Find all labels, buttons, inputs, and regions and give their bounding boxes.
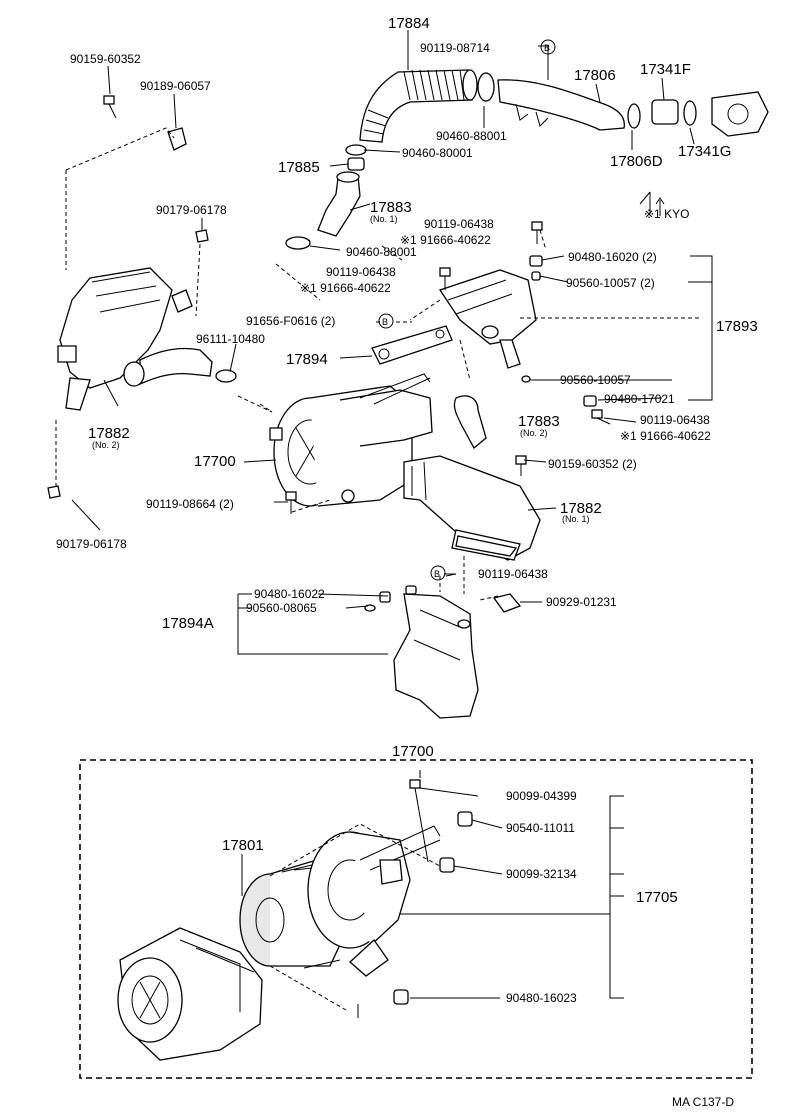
bolt-90119-06438-c-drawing: [591, 409, 611, 425]
bolt-90099-drawing: [409, 779, 429, 863]
label-90179-06178-bot: 90179-06178: [56, 537, 127, 551]
duct-17882-no2-drawing: [57, 267, 213, 411]
label-90560-08065: 90560-08065: [246, 601, 317, 615]
assembly-17700-box: [79, 759, 753, 1079]
label-no1-b: (No. 1): [562, 514, 590, 524]
clip-90179-top-drawing: [195, 229, 209, 243]
label-90929-01231: 90929-01231: [546, 595, 617, 609]
label-91656-F0616: 91656-F0616 (2): [246, 314, 335, 328]
label-17883-no1: 17883: [370, 199, 412, 216]
duct-17882-no1-drawing: [403, 455, 541, 561]
label-90119-06438-d: 90119-06438: [478, 567, 548, 581]
bolt-90119-06438-b-drawing: [439, 267, 451, 290]
label-no1-a: (No. 1): [370, 214, 398, 224]
bolt-90159-mid-drawing: [515, 455, 527, 476]
label-no2-b: (No. 2): [92, 440, 120, 450]
mount-17894-drawing: [371, 325, 453, 365]
label-90540-11011: 90540-11011: [506, 821, 575, 835]
label-90480-16023: 90480-16023: [506, 991, 577, 1005]
label-90119-08664: 90119-08664 (2): [146, 497, 234, 511]
label-90460-88001-mid: 90460-88001: [346, 245, 417, 259]
clip-90189-drawing: [167, 127, 187, 151]
circle-mark-b: [378, 39, 556, 581]
leader-lines: [71, 30, 713, 1018]
label-90119-06438-c: 90119-06438: [640, 413, 710, 427]
label-17705: 17705: [636, 889, 678, 906]
label-17893: 17893: [716, 318, 758, 335]
label-90099-04399: 90099-04399: [506, 789, 577, 803]
hose-17884-drawing: [359, 69, 478, 143]
label-90480-17021: 90480-17021: [604, 392, 675, 406]
label-90159-60352-mid: 90159-60352 (2): [548, 457, 637, 471]
grommet-90099-32134-drawing: [439, 857, 455, 873]
pipe-17806-drawing: [477, 72, 769, 137]
label-90119-06438-b: 90119-06438: [326, 265, 396, 279]
label-91666-40622-c: ※1 91666-40622: [620, 429, 711, 443]
grommet-90540-drawing: [457, 811, 473, 827]
label-90189-06057: 90189-06057: [140, 79, 211, 93]
label-90159-60352-top: 90159-60352: [70, 52, 141, 66]
cap-17705-drawing: [307, 825, 441, 977]
assembly-dashed-lines: [55, 127, 700, 1011]
footer-code: MA C137-D: [672, 1095, 734, 1109]
label-90179-06178-top: 90179-06178: [156, 203, 227, 217]
grommet-90480-16023-drawing: [393, 989, 409, 1005]
clip-90179-bot-drawing: [47, 485, 61, 499]
label-17882-no2: 17882: [88, 425, 130, 442]
label-17700: 17700: [194, 453, 236, 470]
label-17341F: 17341F: [640, 61, 691, 78]
label-17806: 17806: [574, 67, 616, 84]
air-cleaner-17700-drawing: [269, 373, 433, 507]
label-17700-box: 17700: [392, 743, 434, 760]
label-91666-40622-b: ※1 91666-40622: [300, 281, 391, 295]
bolt-90119-06438-drawing: [531, 221, 543, 244]
label-no2-a: (No. 2): [520, 428, 548, 438]
clip-90929-drawing: [492, 593, 522, 613]
label-96111-10480: 96111-10480: [196, 332, 265, 346]
cover-17894A-drawing: [364, 585, 479, 719]
label-17806D: 17806D: [610, 153, 663, 170]
label-90560-10057-2: 90560-10057 (2): [566, 276, 655, 290]
label-17884: 17884: [388, 15, 430, 32]
grommet-90480-drawing: [521, 255, 597, 407]
label-90119-06438-a: 90119-06438: [424, 217, 494, 231]
label-91666-40622-a: ※1 91666-40622: [400, 233, 491, 247]
labels: 17884 90119-08714 B 17806 17341F 90159-6…: [56, 15, 758, 1109]
mark-b-1: B: [544, 43, 550, 53]
kyo-note: [655, 197, 665, 216]
label-17883-no2: 17883: [518, 413, 560, 430]
label-17341G: 17341G: [678, 143, 731, 160]
label-17894A: 17894A: [162, 615, 214, 632]
label-17885: 17885: [278, 159, 320, 176]
label-17894: 17894: [286, 351, 328, 368]
label-17882-no1: 17882: [560, 500, 602, 517]
hose-96111-drawing: [215, 369, 237, 383]
bolt-90119-08664-drawing: [285, 491, 297, 514]
mark-b-3: B: [434, 569, 440, 579]
air-cleaner-case-drawing: [117, 927, 263, 1061]
label-90099-32134: 90099-32134: [506, 867, 577, 881]
label-90480-16020: 90480-16020 (2): [568, 250, 657, 264]
label-17801: 17801: [222, 837, 264, 854]
label-90560-10057: 90560-10057: [560, 373, 631, 387]
hose-17883-no2-drawing: [453, 395, 487, 450]
label-kyo: ※1 KYO: [644, 207, 689, 221]
collar-17885-drawing: [345, 144, 367, 171]
bracket-17893-drawing: [438, 269, 537, 369]
label-90460-88001-top: 90460-88001: [436, 129, 507, 143]
bolt-90159-drawing: [103, 95, 117, 119]
mark-b-2: B: [382, 317, 388, 327]
label-90119-08714: 90119-08714: [420, 41, 490, 55]
label-90480-16022: 90480-16022: [254, 587, 325, 601]
label-90460-80001: 90460-80001: [402, 146, 473, 160]
hose-17883-no1-drawing: [285, 171, 361, 250]
